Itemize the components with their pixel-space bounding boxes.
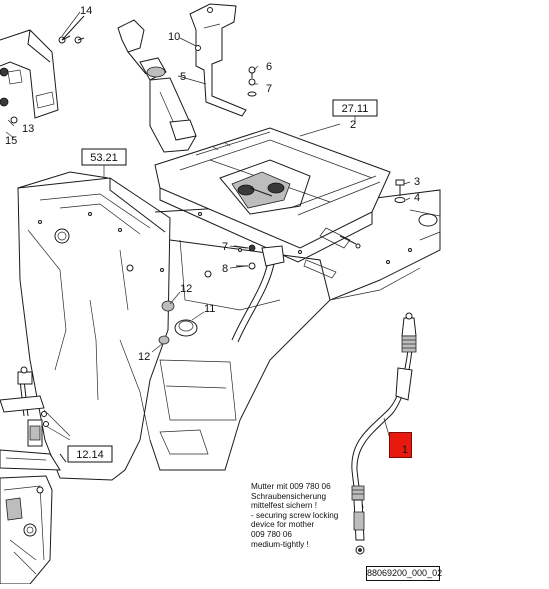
lower-left-assembly (0, 366, 67, 585)
callout-2: 2 (350, 119, 356, 131)
callout-10: 10 (168, 31, 180, 43)
gear-control-cable (351, 312, 417, 555)
note-line: Schraubensicherung (251, 491, 327, 501)
console-plate (154, 127, 391, 279)
callout-7b: 7 (222, 241, 228, 253)
ref-box-12-14 (67, 445, 113, 463)
document-id: 88069200_000_02 (366, 566, 442, 581)
callout-14: 14 (80, 5, 92, 17)
callout-3: 3 (414, 176, 420, 188)
callout-numbers: 14 10 6 5 7 2 13 15 3 4 7 8 12 11 12 (5, 5, 420, 363)
note-line: Mutter mit 009 780 06 (251, 482, 331, 491)
note-line: medium-tightly ! (251, 539, 309, 549)
note-line: - securing screw locking (251, 510, 339, 520)
joystick-assembly (117, 3, 257, 153)
reference-boxes: 27.11 53.21 12.14 (67, 99, 378, 463)
callout-5: 5 (180, 71, 186, 83)
note-line: device for mother (251, 520, 315, 530)
callout-4: 4 (414, 192, 420, 204)
callout-7a: 7 (266, 83, 272, 95)
centre-cable (231, 244, 285, 343)
callout-12b: 12 (138, 351, 150, 363)
highlight-marker-part-1: 1 (389, 432, 412, 458)
main-housing-left (17, 171, 171, 481)
central-frame (119, 189, 441, 471)
ref-label-53-21: 53.21 (90, 152, 118, 164)
callout-13: 13 (22, 123, 34, 135)
callout-15: 15 (5, 135, 17, 147)
callout-6: 6 (266, 61, 272, 73)
screws-right (394, 179, 406, 203)
ref-label-12-14: 12.14 (76, 449, 104, 461)
ref-label-27-11: 27.11 (342, 103, 369, 115)
assembly-note: Mutter mit 009 780 06 Schraubensicherung… (251, 482, 351, 549)
callout-11: 11 (204, 303, 215, 315)
callout-12a: 12 (180, 283, 192, 295)
callout-1: 1 (401, 444, 408, 456)
left-top-bracket (0, 15, 85, 124)
callout-8: 8 (222, 263, 228, 275)
leader-lines (5, 11, 411, 447)
note-line: 009 780 06 (251, 529, 292, 539)
plugs (158, 270, 212, 345)
note-line: mittelfest sichern ! (251, 501, 317, 511)
